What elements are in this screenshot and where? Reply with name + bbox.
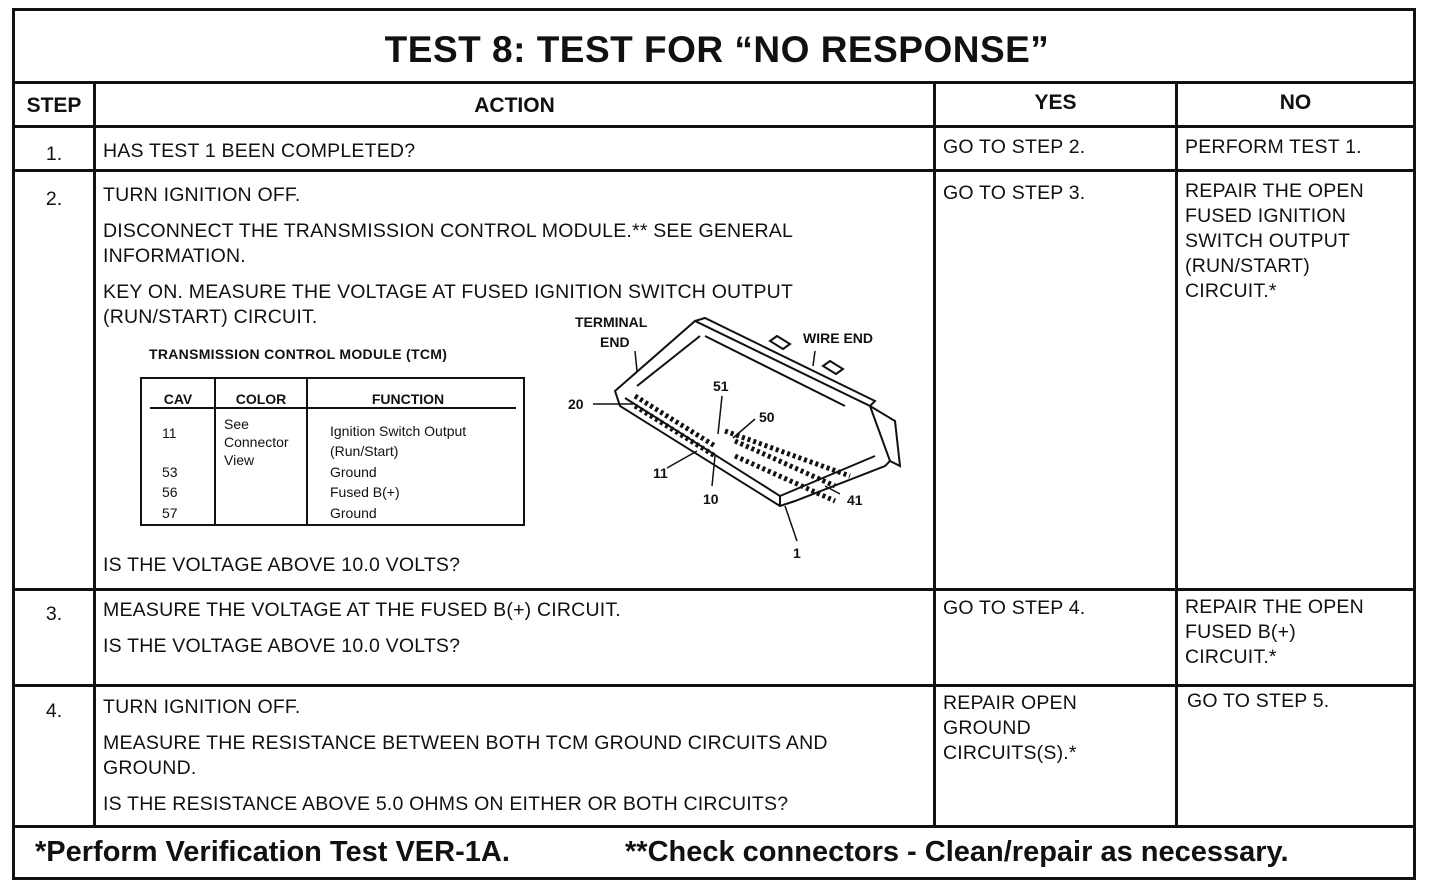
pin-label: 51 bbox=[713, 378, 729, 394]
tcm-function: Ground bbox=[330, 464, 377, 480]
step-2-yes: GO TO STEP 3. bbox=[943, 182, 1086, 204]
step-1-number: 1. bbox=[45, 143, 63, 165]
tcm-color: View bbox=[224, 452, 255, 468]
step-2-question: IS THE VOLTAGE ABOVE 10.0 VOLTS? bbox=[103, 554, 461, 576]
step-1-action: HAS TEST 1 BEEN COMPLETED? bbox=[103, 139, 923, 175]
page-title: TEST 8: TEST FOR “NO RESPONSE” bbox=[384, 29, 1050, 70]
rule-under-step-2 bbox=[15, 588, 1413, 591]
header-no: NO bbox=[1279, 91, 1312, 114]
step-2-action-line: DISCONNECT THE TRANSMISSION CONTROL MODU… bbox=[103, 220, 793, 267]
step-1-action-line: HAS TEST 1 BEEN COMPLETED? bbox=[103, 140, 416, 162]
header-step: STEP bbox=[26, 94, 82, 117]
rule-step-action bbox=[93, 81, 96, 826]
header-action: ACTION bbox=[474, 94, 555, 117]
label-terminal-end: END bbox=[600, 334, 630, 350]
step-4-action-line: IS THE RESISTANCE ABOVE 5.0 OHMS ON EITH… bbox=[103, 793, 789, 815]
rule-under-title bbox=[15, 81, 1413, 84]
footer-verification-note: *Perform Verification Test VER-1A. bbox=[35, 836, 510, 868]
tcm-color: Connector bbox=[224, 434, 289, 450]
rule-action-yes bbox=[933, 81, 936, 826]
connector-pin-rows bbox=[633, 393, 851, 504]
step-3-action-line: MEASURE THE VOLTAGE AT THE FUSED B(+) CI… bbox=[103, 599, 621, 621]
step-3-no: REPAIR THE OPEN FUSED B(+) CIRCUIT.* bbox=[1185, 596, 1364, 668]
step-4-number: 4. bbox=[45, 700, 63, 722]
rule-above-footer bbox=[15, 825, 1413, 828]
tcm-cav: 11 bbox=[162, 425, 177, 441]
step-2-no: REPAIR THE OPEN FUSED IGNITION SWITCH OU… bbox=[1185, 180, 1364, 302]
test-8-table: TEST 8: TEST FOR “NO RESPONSE” STEP ACTI… bbox=[12, 8, 1416, 880]
pin-label: 11 bbox=[653, 465, 668, 481]
step-4-no: GO TO STEP 5. bbox=[1187, 690, 1330, 712]
step-3-number: 3. bbox=[45, 603, 63, 625]
tcm-col-color: COLOR bbox=[235, 391, 287, 407]
connector-label-leaders bbox=[593, 350, 841, 542]
step-4-yes: REPAIR OPEN GROUND CIRCUITS(S).* bbox=[943, 692, 1078, 764]
header-yes: YES bbox=[1034, 91, 1077, 114]
step-1-no: PERFORM TEST 1. bbox=[1185, 136, 1362, 158]
tcm-function: (Run/Start) bbox=[330, 443, 399, 459]
tcm-function: Ground bbox=[330, 505, 377, 521]
tcm-cav: 57 bbox=[162, 505, 178, 521]
tcm-cav: 53 bbox=[162, 464, 178, 480]
step-4-action-line: MEASURE THE RESISTANCE BETWEEN BOTH TCM … bbox=[103, 732, 828, 779]
rule-under-step-1 bbox=[15, 169, 1413, 172]
tcm-function: Fused B(+) bbox=[330, 484, 400, 500]
label-wire-end: WIRE END bbox=[803, 330, 873, 346]
pin-label: 20 bbox=[568, 396, 584, 412]
step-2-action-line: TURN IGNITION OFF. bbox=[103, 184, 301, 206]
footer-connector-note: **Check connectors - Clean/repair as nec… bbox=[625, 836, 1289, 868]
tcm-col-rule-1 bbox=[214, 379, 216, 524]
rule-under-step-3 bbox=[15, 684, 1413, 687]
step-4-action: TURN IGNITION OFF. MEASURE THE RESISTANC… bbox=[103, 695, 913, 828]
pin-label: 41 bbox=[847, 492, 863, 508]
tcm-col-rule-2 bbox=[306, 379, 308, 524]
tcm-pinout-table: CAV COLOR FUNCTION 11 53 56 57 See Conne… bbox=[140, 377, 525, 526]
tcm-table-title: TRANSMISSION CONTROL MODULE (TCM) bbox=[149, 346, 448, 362]
tcm-header-rule bbox=[150, 407, 516, 409]
pin-label: 50 bbox=[759, 409, 775, 425]
step-4-action-line: TURN IGNITION OFF. bbox=[103, 696, 301, 718]
label-terminal-end: TERMINAL bbox=[575, 314, 648, 330]
step-3-action-line: IS THE VOLTAGE ABOVE 10.0 VOLTS? bbox=[103, 635, 461, 657]
tcm-cav: 56 bbox=[162, 484, 178, 500]
rule-under-header bbox=[15, 125, 1413, 128]
step-1-yes: GO TO STEP 2. bbox=[943, 136, 1086, 158]
tcm-col-function: FUNCTION bbox=[371, 391, 445, 407]
footer-notes: *Perform Verification Test VER-1A. **Che… bbox=[15, 831, 1419, 881]
step-2-number: 2. bbox=[45, 188, 63, 210]
step-3-action: MEASURE THE VOLTAGE AT THE FUSED B(+) CI… bbox=[103, 598, 923, 670]
step-2-action: TURN IGNITION OFF. DISCONNECT THE TRANSM… bbox=[103, 183, 883, 341]
pin-label: 1 bbox=[793, 545, 801, 561]
step-2-action-line: KEY ON. MEASURE THE VOLTAGE AT FUSED IGN… bbox=[103, 281, 793, 328]
step-3-yes: GO TO STEP 4. bbox=[943, 597, 1086, 619]
connector-body-drawing bbox=[613, 316, 902, 508]
tcm-function: Ignition Switch Output bbox=[330, 423, 467, 439]
tcm-col-cav: CAV bbox=[163, 391, 193, 407]
tcm-connector-diagram: TERMINAL END WIRE END 20 51 50 11 10 41 … bbox=[568, 314, 902, 561]
pin-label: 10 bbox=[703, 491, 719, 507]
tcm-color: See bbox=[224, 416, 249, 432]
rule-yes-no bbox=[1175, 81, 1178, 826]
